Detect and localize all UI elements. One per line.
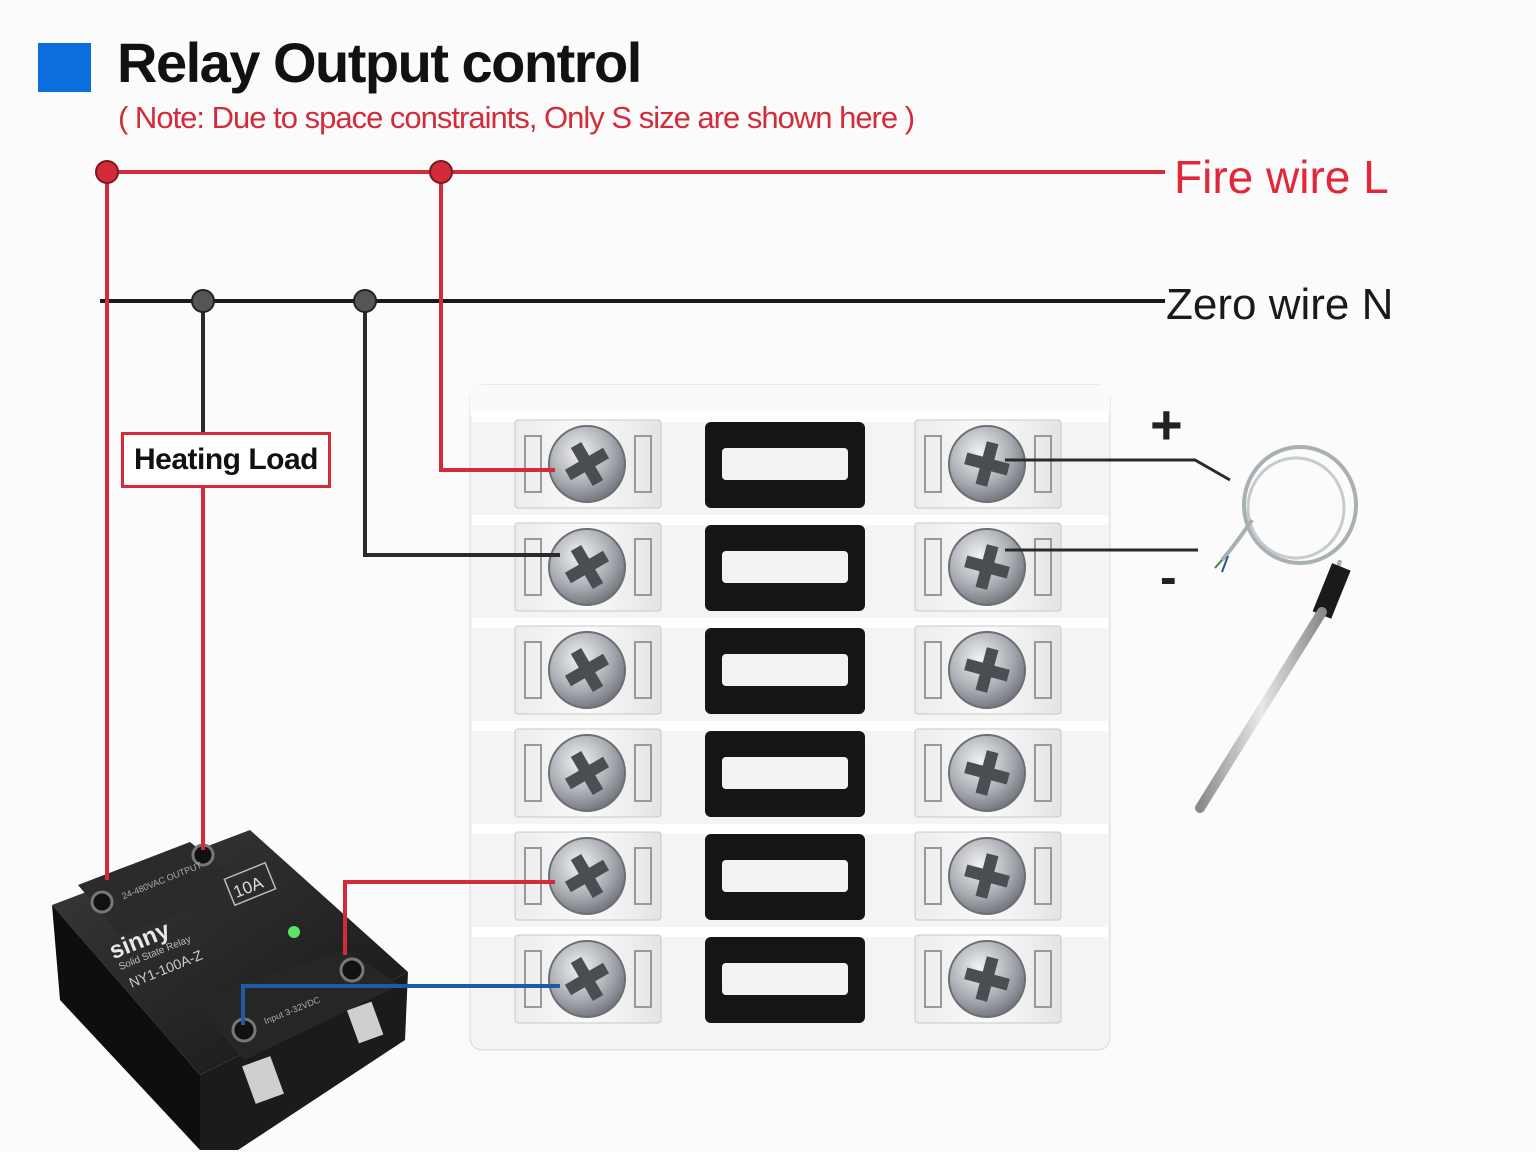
screw-cross-slot bbox=[964, 956, 1010, 1002]
screw-cross-slot bbox=[564, 647, 610, 693]
zero-to-terminal-2-wire bbox=[363, 301, 560, 557]
terminal-divider bbox=[472, 412, 1108, 422]
terminal-divider bbox=[472, 824, 1108, 834]
sensor-minus-sign: - bbox=[1160, 549, 1177, 605]
terminal-slot-bar bbox=[722, 860, 848, 892]
terminal-block bbox=[469, 384, 1111, 1051]
terminal-clamp bbox=[924, 641, 942, 699]
terminal-slot-bar bbox=[722, 757, 848, 789]
terminal-divider bbox=[472, 515, 1108, 525]
sensor-positive-wire bbox=[1005, 458, 1231, 482]
screw-cross-slot bbox=[964, 647, 1010, 693]
zero-junction-2 bbox=[353, 289, 377, 313]
terminal-clamp bbox=[1034, 847, 1052, 905]
terminal-clamp bbox=[924, 435, 942, 493]
screw-cross-slot bbox=[564, 956, 610, 1002]
screw-cross-slot bbox=[564, 853, 610, 899]
page-title: Relay Output control bbox=[117, 31, 642, 94]
terminal-divider bbox=[472, 618, 1108, 628]
terminal-clamp bbox=[524, 847, 542, 905]
wires bbox=[95, 160, 1231, 1025]
terminal-clamp bbox=[924, 744, 942, 802]
screw-cross-slot bbox=[964, 750, 1010, 796]
terminal-clamp bbox=[1034, 744, 1052, 802]
terminal-clamp bbox=[924, 538, 942, 596]
terminal-slot-bar bbox=[722, 963, 848, 995]
fire-to-terminal-1-wire bbox=[439, 172, 555, 472]
terminal-clamp bbox=[634, 538, 652, 596]
terminal-slot-bar bbox=[722, 551, 848, 583]
terminal-clamp bbox=[634, 641, 652, 699]
terminal-clamp bbox=[524, 538, 542, 596]
screw-cross-slot bbox=[964, 544, 1010, 590]
terminal-divider bbox=[472, 721, 1108, 731]
terminal-clamp bbox=[634, 847, 652, 905]
terminal-clamp bbox=[634, 744, 652, 802]
screw-cross-slot bbox=[964, 441, 1010, 487]
terminal-clamp bbox=[634, 435, 652, 493]
zero-junction-1 bbox=[191, 289, 215, 313]
terminal-clamp bbox=[524, 950, 542, 1008]
heating-load-box: Heating Load bbox=[121, 432, 331, 488]
terminal-clamp bbox=[1034, 435, 1052, 493]
solid-state-relay: 10A sinny Solid State Relay NY1-100A-Z 2… bbox=[52, 830, 408, 1150]
terminal-clamp bbox=[1034, 950, 1052, 1008]
terminal-clamp bbox=[924, 950, 942, 1008]
terminal-clamp bbox=[634, 950, 652, 1008]
control-positive-wire bbox=[343, 880, 555, 955]
fire-junction-2 bbox=[429, 160, 453, 184]
terminal-clamp bbox=[1034, 538, 1052, 596]
fire-wire-label: Fire wire L bbox=[1174, 151, 1389, 203]
terminal-divider bbox=[472, 927, 1108, 937]
fire-junction-1 bbox=[95, 160, 119, 184]
screw-cross-slot bbox=[964, 853, 1010, 899]
terminal-clamp bbox=[1034, 641, 1052, 699]
screw-cross-slot bbox=[564, 441, 610, 487]
terminal-slot-bar bbox=[722, 654, 848, 686]
terminal-clamp bbox=[524, 744, 542, 802]
control-negative-wire bbox=[241, 984, 560, 1025]
terminal-slot-bar bbox=[722, 448, 848, 480]
size-note: ( Note: Due to space constraints, Only S… bbox=[118, 100, 915, 135]
terminal-clamp bbox=[524, 435, 542, 493]
zero-wire-label: Zero wire N bbox=[1166, 280, 1394, 329]
sensor-plus-sign: + bbox=[1150, 393, 1183, 456]
terminal-clamp bbox=[924, 847, 942, 905]
title-marker bbox=[38, 43, 91, 92]
terminal-clamp bbox=[524, 641, 542, 699]
screw-cross-slot bbox=[564, 544, 610, 590]
temperature-probe bbox=[1195, 445, 1358, 813]
screw-cross-slot bbox=[564, 750, 610, 796]
